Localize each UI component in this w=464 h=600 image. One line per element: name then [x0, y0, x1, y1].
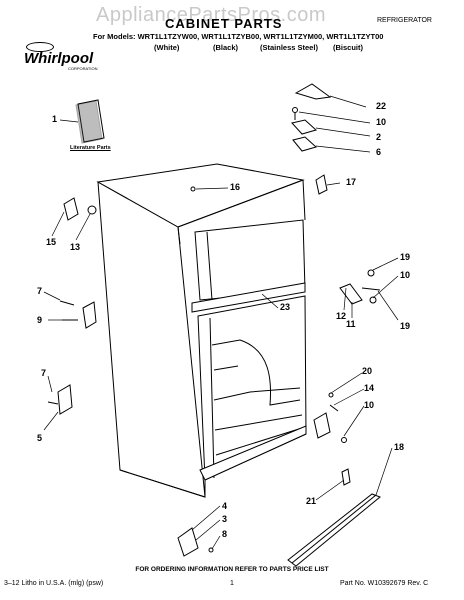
callout-4: 4 — [222, 501, 228, 511]
callout-23: 23 — [280, 302, 291, 312]
literature-parts-label: Literature Parts — [70, 145, 111, 151]
callout-10-lower: 10 — [364, 400, 375, 410]
leveling-leg-5 — [57, 384, 73, 415]
top-hinge — [291, 119, 318, 135]
bracket-17 — [315, 174, 328, 195]
cabinet-left-side — [97, 181, 206, 498]
callout-17: 17 — [346, 177, 357, 187]
callout-18: 18 — [394, 442, 405, 452]
callout-21: 21 — [306, 496, 317, 506]
literature-parts-book — [77, 99, 105, 143]
callout-2: 2 — [376, 132, 382, 142]
brand-logo-sub: CORPORATION — [68, 66, 98, 71]
callout-7-lower: 7 — [41, 368, 47, 378]
variant-biscuit: (Biscuit) — [333, 43, 363, 52]
variant-white: (White) — [154, 43, 180, 52]
hinge-plate-9 — [82, 301, 97, 329]
callout-7-upper: 7 — [37, 286, 43, 296]
watermark: AppliancePartsPros.com — [96, 4, 326, 26]
page-title: CABINET PARTS — [165, 16, 283, 31]
callout-14: 14 — [364, 383, 375, 393]
center-mullion — [191, 282, 306, 313]
grille-clip — [341, 468, 351, 486]
bottom-hinge — [177, 527, 199, 557]
callout-15: 15 — [46, 237, 57, 247]
callout-20: 20 — [362, 366, 373, 376]
callout-22: 22 — [376, 101, 387, 111]
callout-16: 16 — [230, 182, 241, 192]
callout-9: 9 — [37, 315, 43, 325]
door-stop-15 — [63, 197, 79, 221]
callout-19-lower: 19 — [400, 321, 411, 331]
variant-black: (Black) — [213, 43, 239, 52]
callout-13: 13 — [70, 242, 81, 252]
part-number: Part No. W10392679 Rev. C — [340, 580, 429, 587]
callout-10-center: 10 — [400, 270, 411, 280]
callout-19-upper: 19 — [400, 252, 411, 262]
callout-3: 3 — [222, 514, 228, 524]
brand-logo-ring — [26, 42, 54, 52]
brand-logo: Whirlpool — [24, 50, 94, 67]
callout-12: 12 — [336, 311, 347, 321]
callout-10: 10 — [376, 117, 387, 127]
callout-5: 5 — [37, 433, 43, 443]
callout-6: 6 — [376, 147, 382, 157]
appliance-type: REFRIGERATOR — [377, 17, 432, 24]
ordering-note: FOR ORDERING INFORMATION REFER TO PARTS … — [135, 566, 329, 573]
center-hinge — [339, 283, 363, 305]
callout-8: 8 — [222, 529, 228, 539]
lower-hinge-bracket — [313, 412, 331, 439]
variant-stainless: (Stainless Steel) — [260, 43, 318, 52]
callout-11: 11 — [346, 319, 356, 329]
callout-1: 1 — [52, 114, 58, 124]
models-line: For Models: WRT1L1TZYW00, WRT1L1TZYB00, … — [93, 32, 384, 41]
hinge-shim — [292, 136, 318, 152]
litho-info: 3–12 Litho in U.S.A. (mlg) (psw) — [4, 580, 104, 587]
page-number: 1 — [230, 580, 234, 587]
top-hinge-cover — [294, 83, 332, 100]
